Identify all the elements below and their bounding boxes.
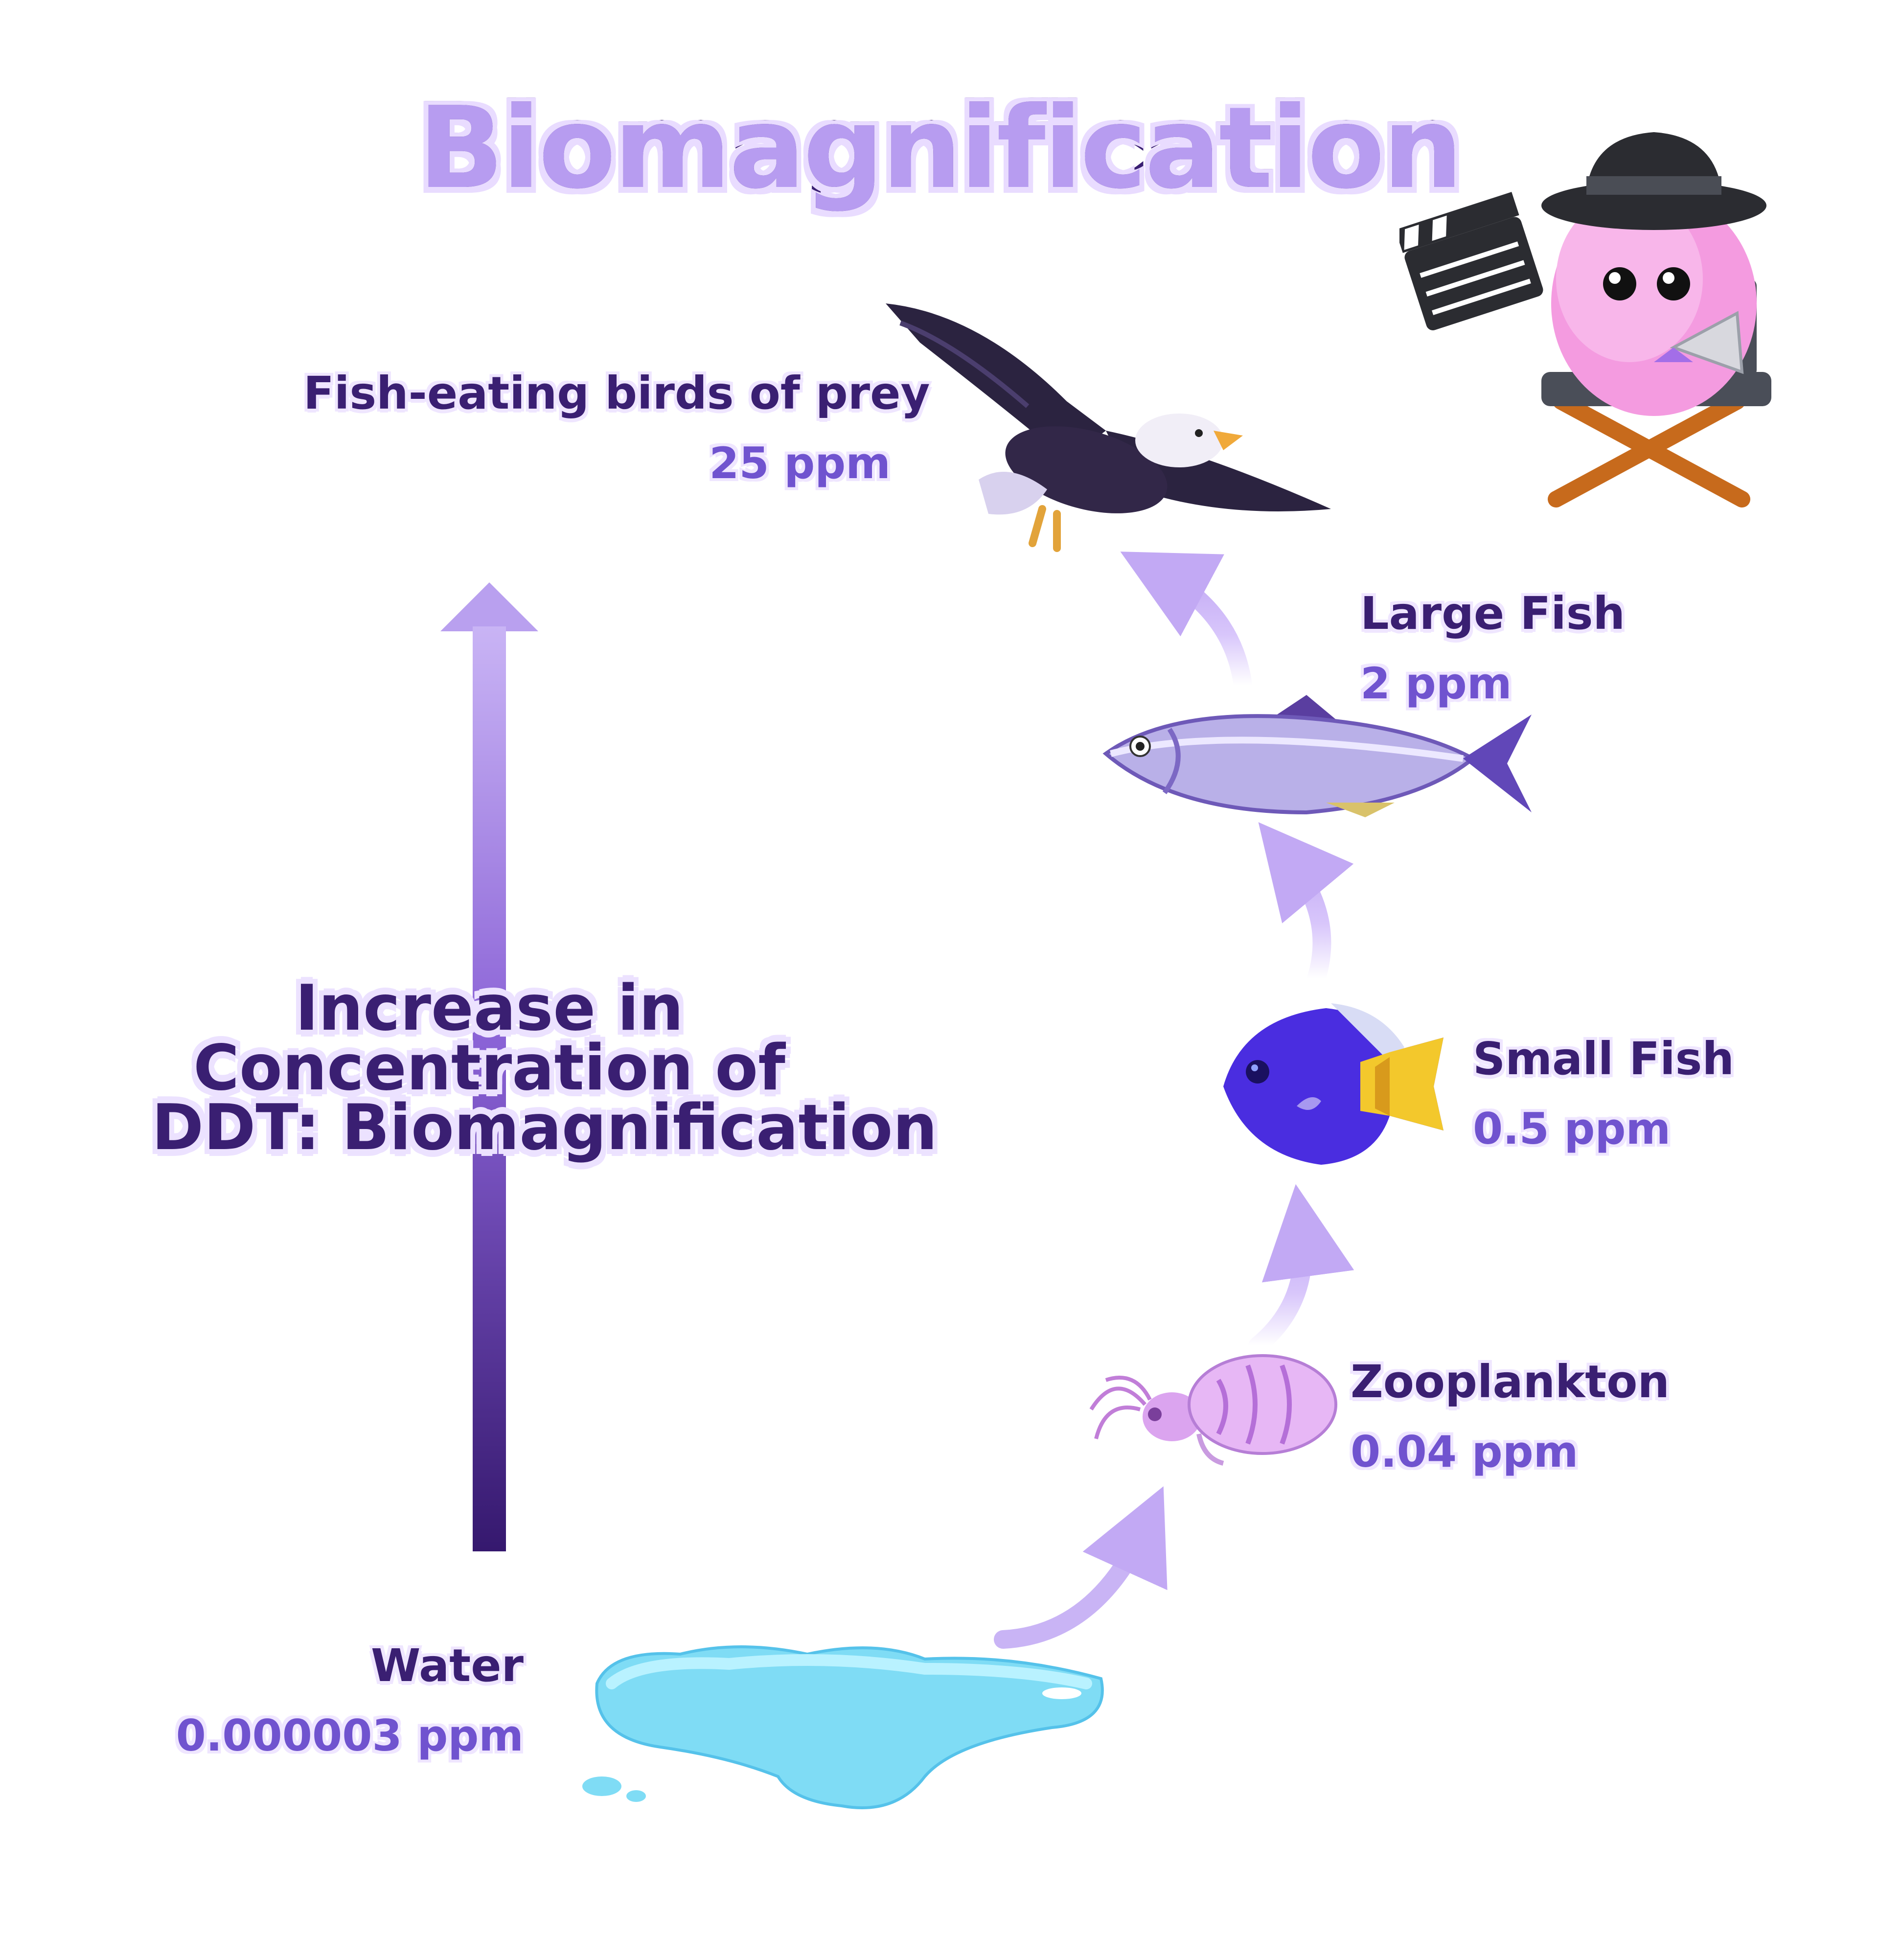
increase-arrow: [440, 582, 538, 1551]
small-fish-icon: [1223, 1003, 1444, 1165]
large-fish-label: Large Fish: [1360, 587, 1625, 640]
small-fish-value: 0.5 ppm: [1473, 1104, 1671, 1154]
zooplankton-value: 0.04 ppm: [1351, 1427, 1579, 1477]
axis-label: Increase in Concentration of DDT: Biomag…: [152, 972, 938, 1164]
axis-label-line-1: Increase in: [295, 972, 684, 1045]
director-mascot-icon: [1399, 132, 1771, 507]
water-puddle-icon: [582, 1645, 1104, 1809]
diagram-title: Biomagnification: [414, 79, 1467, 218]
eagle-icon: [886, 303, 1331, 552]
axis-label-line-3: DDT: Biomagnification: [152, 1091, 938, 1164]
bird-label: Fish-eating birds of prey: [303, 367, 930, 419]
water-label: Water: [370, 1639, 524, 1692]
small-fish-label: Small Fish: [1473, 1033, 1734, 1085]
large-fish-icon: [1102, 695, 1532, 817]
water-value: 0.000003 ppm: [176, 1710, 524, 1761]
axis-label-line-2: Concentration of: [193, 1032, 785, 1105]
zooplankton-icon: [1089, 1354, 1337, 1466]
large-fish-value: 2 ppm: [1360, 658, 1512, 709]
bird-value: 25 ppm: [709, 438, 891, 488]
zooplankton-label: Zooplankton: [1351, 1356, 1670, 1408]
